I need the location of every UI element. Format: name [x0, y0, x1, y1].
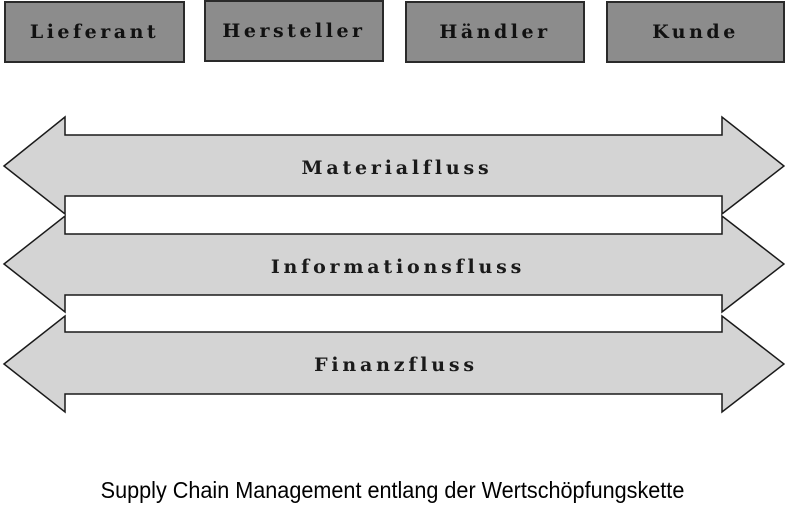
flow-label: Finanzfluss — [314, 354, 478, 376]
double-arrow-shape — [2, 214, 785, 314]
stage-label: Hersteller — [222, 20, 366, 42]
flow-label: Materialfluss — [302, 157, 493, 179]
stage-label: Händler — [439, 21, 551, 43]
stage-box-haendler: Händler — [405, 1, 585, 63]
flow-arrow-finanzfluss: Finanzfluss — [2, 314, 785, 414]
stage-label: Lieferant — [29, 21, 160, 43]
flow-arrow-materialfluss: Materialfluss — [2, 115, 785, 216]
stage-box-lieferant: Lieferant — [4, 1, 185, 63]
double-arrow-shape — [2, 115, 785, 216]
figure-caption: Supply Chain Management entlang der Wert… — [100, 477, 685, 503]
stage-box-kunde: Kunde — [606, 1, 785, 63]
stage-label: Kunde — [652, 21, 739, 43]
flow-label: Informationsfluss — [271, 256, 525, 278]
stage-box-hersteller: Hersteller — [204, 0, 384, 62]
double-arrow-shape — [2, 314, 785, 414]
flow-arrow-informationsfluss: Informationsfluss — [2, 214, 785, 314]
